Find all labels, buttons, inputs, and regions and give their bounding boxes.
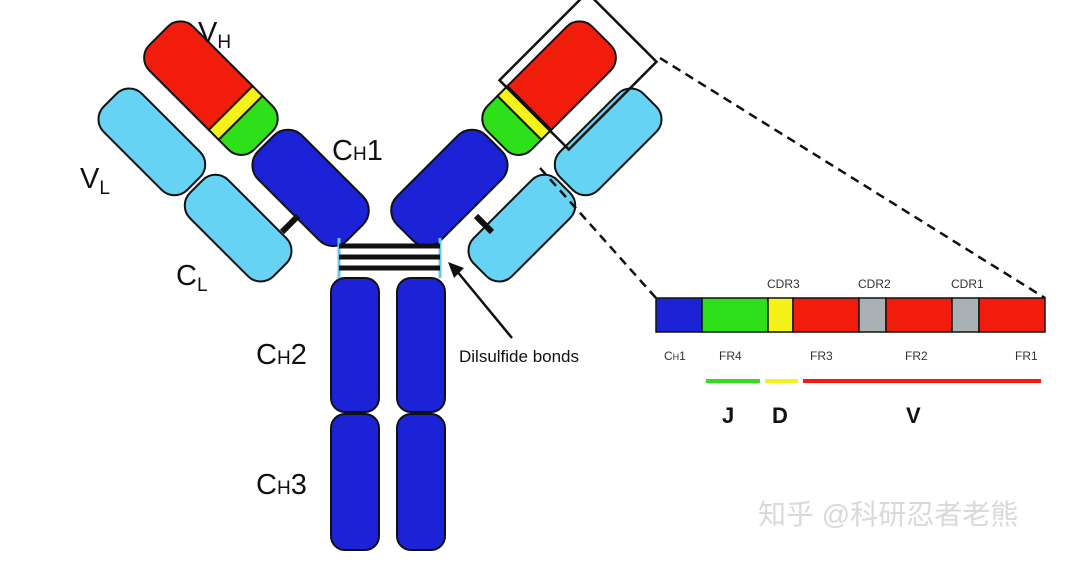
segment-ch1	[655, 297, 703, 333]
right-ch1-domain	[390, 128, 509, 248]
cdr2-label: CDR2	[858, 277, 891, 291]
ch2-label: CH2	[256, 339, 307, 371]
segment-fr4	[701, 297, 769, 333]
segment-fr2	[885, 297, 953, 333]
left-cl-domain	[183, 173, 293, 283]
ch1-segment-label: CH1	[664, 349, 686, 363]
left-ch3-domain	[330, 413, 380, 551]
fr3-segment-label: FR3	[810, 349, 833, 363]
watermark: 知乎 @科研忍者老熊	[758, 499, 1018, 530]
right-arm-bond	[473, 213, 495, 235]
left-vl-domain	[97, 87, 207, 197]
ch1-label: CH1	[332, 135, 383, 167]
right-vl-domain	[553, 87, 663, 197]
segment-cdr3	[767, 297, 794, 333]
left-arm-bond	[279, 213, 301, 235]
right-fr4-domain	[481, 94, 543, 156]
left-fr4-domain	[217, 94, 279, 156]
vl-label: VL	[80, 163, 110, 199]
segment-bar	[655, 297, 1046, 333]
v-gene-label: V	[906, 403, 921, 428]
left-light-chain	[97, 87, 293, 283]
left-heavy-chain-arm	[143, 20, 370, 248]
fr2-segment-label: FR2	[905, 349, 928, 363]
disulfide-label: Dilsulfide bonds	[459, 347, 579, 366]
disulfide-arrow-line	[455, 269, 513, 339]
j-gene-label: J	[722, 403, 734, 428]
cdr1-label: CDR1	[951, 277, 984, 291]
right-ch3-domain	[396, 413, 446, 551]
cdr3-label: CDR3	[767, 277, 800, 291]
left-ch2-domain	[330, 277, 380, 413]
cl-label: CL	[176, 260, 208, 296]
segment-cdr2	[858, 297, 887, 333]
segment-fr1	[978, 297, 1046, 333]
segment-cdr1	[951, 297, 980, 333]
disulfide-arrowhead	[448, 262, 464, 278]
right-cl-domain	[467, 173, 577, 283]
fr1-segment-label: FR1	[1015, 349, 1038, 363]
fr4-segment-label: FR4	[719, 349, 742, 363]
segment-fr3	[792, 297, 860, 333]
ch3-label: CH3	[256, 469, 307, 501]
right-heavy-chain-arm	[390, 20, 617, 248]
right-light-chain	[467, 87, 663, 283]
zoom-dash-top	[659, 56, 1046, 300]
right-ch2-domain	[396, 277, 446, 413]
vh-label: VH	[198, 17, 231, 53]
d-gene-label: D	[772, 403, 788, 428]
zoom-box	[497, 0, 659, 152]
left-ch1-domain	[251, 128, 370, 248]
